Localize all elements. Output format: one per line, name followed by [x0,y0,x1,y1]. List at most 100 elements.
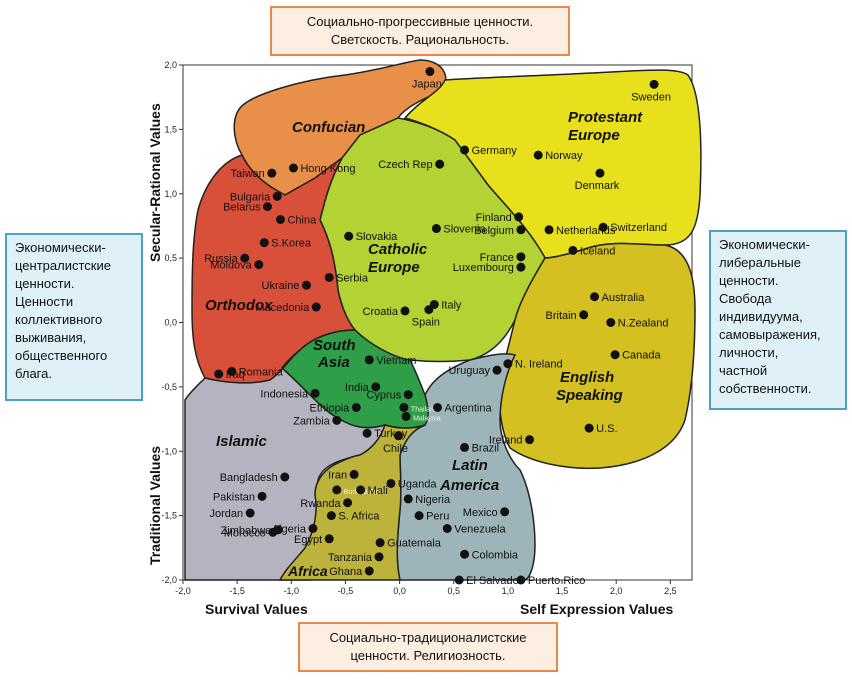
callout-top: Социально-прогрессивные ценности. Светск… [270,6,570,56]
data-point [403,390,413,400]
data-point [272,191,282,201]
data-point [386,478,396,488]
data-point [514,212,524,222]
region-orthodox [191,154,357,384]
point-label: Malaysia [413,415,441,422]
region-label-english-speaking-2: Speaking [556,387,623,404]
point-label: Morocco [224,527,266,539]
point-label: Uganda [398,478,437,490]
point-label: Iran [328,469,347,481]
point-label: Argentina [445,402,493,414]
y-tick-label: 0,5 [164,253,177,263]
point-label: S.Korea [271,238,312,250]
data-point [649,79,659,89]
region-label-orthodox: Orthodox [205,297,273,314]
data-point [364,355,374,365]
point-label: Tanzania [328,552,373,564]
region-english-speaking [498,242,696,470]
point-label: Denmark [575,180,620,192]
callout-left-line: коллективного [15,312,103,327]
callout-right-line: либеральные [719,255,801,270]
point-label: Nigeria [415,494,451,506]
point-label: Guatemala [387,538,442,550]
data-point [301,280,311,290]
data-point [374,552,384,562]
region-label-south-asia: South [313,337,356,354]
y-tick-label: -0,5 [161,382,177,392]
point-label: Romania [239,366,284,378]
plot-frame [182,64,693,581]
x-tick-label: -1,5 [229,586,245,596]
callout-right-line: собственности. [719,381,812,396]
data-point [533,150,543,160]
point-label: Slovakia [356,231,398,243]
region-label-latin-america: Latin [452,457,488,474]
point-label: Switzerland [610,222,667,234]
data-point [400,306,410,316]
point-label: Netherlands [556,225,616,237]
data-point [442,524,452,533]
point-label: Colombia [472,549,519,561]
data-point [214,369,224,379]
data-point [401,411,411,421]
point-label: Indonesia [260,388,309,400]
x-axis-label-left: Survival Values [205,601,308,617]
x-tick-label: 1,5 [556,586,569,596]
data-point [245,508,255,518]
data-point [227,366,237,376]
point-label: Cyprus [366,390,401,402]
point-label: Australia [602,292,646,304]
region-protestant-europe [403,69,702,259]
point-label: Uruguay [448,365,490,377]
data-point [344,231,354,241]
data-point [267,168,277,178]
region-label-islamic: Islamic [216,433,268,450]
region-label-confucian: Confucian [292,119,365,136]
region-label-africa: Africa [287,563,328,579]
x-tick-label: 1,0 [502,586,515,596]
data-point [257,491,267,501]
x-tick-label: -1,0 [284,586,300,596]
point-label: N.Zealand [618,318,669,330]
y-tick-label: 1,5 [164,124,177,134]
data-point [525,435,535,445]
point-label: Pakistan [213,491,255,503]
data-point [598,222,608,232]
plot-border [182,64,693,581]
data-point [259,238,269,248]
point-label: China [287,215,317,227]
x-tick-label: -0,5 [338,586,354,596]
point-label: Jordan [210,508,244,520]
data-point [324,272,334,282]
data-point [460,145,470,155]
y-tick-label: -2,0 [161,575,177,585]
data-point [544,225,554,235]
data-point [579,310,589,320]
point-label: Iraq [226,369,245,381]
data-point [516,575,526,585]
data-point [403,494,413,504]
callout-right-line: ценности. [719,273,779,288]
y-tick-label: 2,0 [164,60,177,70]
point-label: Chile [383,443,408,455]
data-point [590,292,600,302]
point-label: Macedonia [255,302,310,314]
callout-right: Экономически- либеральные ценности. Своб… [709,230,847,410]
y-axis-label-top: Secular-Rational Values [147,103,163,262]
point-label: Vietnam [376,355,416,367]
point-label: Zimbabwe [221,525,272,537]
data-point [584,423,594,433]
data-point [500,507,510,517]
x-tick-label: 0,0 [393,586,406,596]
data-point [310,388,320,398]
data-point [332,415,342,425]
point-label: France [480,252,514,264]
data-point [268,527,278,537]
point-label: Bulgaria [230,191,271,203]
point-label: Zambia [293,415,331,427]
point-label: U.S. [596,423,617,435]
data-point [343,498,353,508]
region-label-catholic-europe-2: Europe [368,259,420,276]
point-label: Luxembourg [453,262,514,274]
point-label: Serbia [336,272,369,284]
